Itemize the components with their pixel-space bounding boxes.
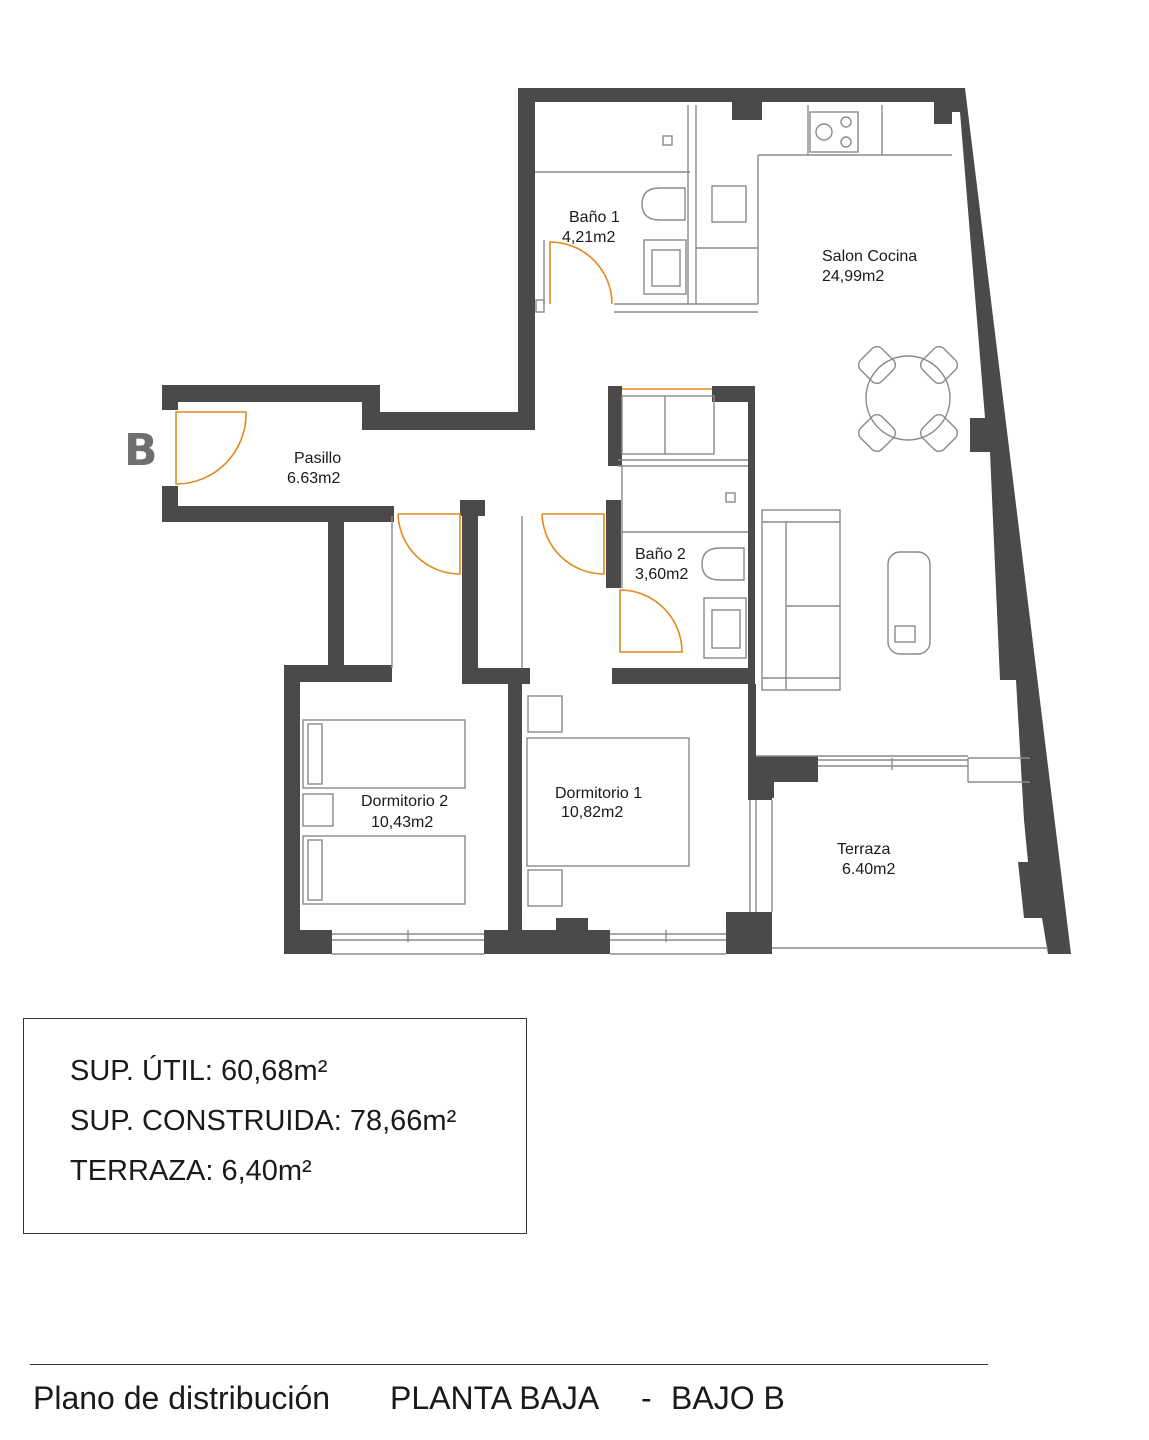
room-area-salon: 24,99m2 [822,268,884,285]
doors [175,241,712,653]
burner-3 [840,136,852,148]
bano1-toilet-icon [641,187,686,221]
coffee-table-item [894,625,916,643]
wall-bano2-left [606,500,621,588]
bano1-sink-inner [651,249,681,287]
wall-right-slant [948,88,1071,954]
entry-door [175,411,247,485]
room-name-pasillo: Pasillo [294,450,341,467]
kitchen-cooktop-icon [809,111,859,153]
area-terraza: TERRAZA: 6,40m² [70,1155,312,1187]
room-labels: Baño 1 4,21m2 Salon Cocina 24,99m2 Pasil… [287,209,917,878]
dorm2-pillow-2 [307,839,323,901]
dorm2-bed-1 [302,719,466,789]
wall-upper-left [518,88,535,430]
bano2-toilet-icon [701,547,745,581]
room-name-bano1: Baño 1 [569,209,620,226]
wall-bottom-dorm1-r [726,912,772,954]
window-salon-terraza [818,757,1030,783]
room-name-dorm2: Dormitorio 2 [361,793,448,810]
burner-2 [840,116,852,128]
wall-dorm2-left [284,506,392,930]
wall-terraza-left [748,782,774,798]
dorm1-nightstand-1 [527,695,563,733]
dining-table-icon [865,355,951,441]
chair-ne [919,345,959,385]
chair-nw [857,345,897,385]
bano1-drain-icon [662,135,673,146]
footer-divider [30,1364,988,1365]
chair-sw [857,413,897,453]
wall-mid-col [460,500,530,684]
bano1-door-jamb [535,299,545,313]
room-area-terraza: 6.40m2 [842,861,895,878]
bano2-drain-icon [725,492,736,503]
wall-notch-1 [732,100,762,120]
chair-se [919,413,959,453]
window-dorm1-side [749,800,773,912]
wall-notch-2 [934,100,952,124]
footer-separator: - [641,1380,652,1416]
footer-unit: BAJO B [671,1380,785,1416]
room-area-dorm1: 10,82m2 [561,804,623,821]
burner-1 [815,123,833,141]
wall-bottom-bump [556,918,588,932]
sofa-icon [761,509,841,691]
dorm2-door [397,513,461,575]
area-util: SUP. ÚTIL: 60,68m² [70,1055,328,1087]
wall-closet-left [608,386,622,466]
room-name-bano2: Baño 2 [635,546,686,563]
wall-top [518,88,965,105]
dorm2-bed-2 [302,835,466,905]
window-dorm2 [332,930,484,955]
wall-dorm-partition [508,668,522,954]
room-area-pasillo: 6.63m2 [287,470,340,487]
area-construida: SUP. CONSTRUIDA: 78,66m² [70,1105,457,1137]
closet-icon [621,395,715,455]
area-summary-box: SUP. ÚTIL: 60,68m² SUP. CONSTRUIDA: 78,6… [23,1018,527,1234]
room-area-dorm2: 10,43m2 [371,814,433,831]
footer-title: Plano de distribución [33,1380,331,1416]
bano2-sink-icon [703,597,747,659]
wall-bottom-mid [484,930,610,954]
floor-plan: B Baño 1 4,21m2 Salon Cocina 24,99m2 Pas… [124,88,1071,955]
dorm2-nightstand [302,793,334,827]
room-name-salon: Salon Cocina [822,248,917,265]
coffee-table-icon [887,551,931,655]
bano2-door [619,589,683,653]
entrance-mark: B [124,425,158,476]
footer-floor: PLANTA BAJA [390,1380,600,1416]
room-area-bano2: 3,60m2 [635,566,688,583]
walls [162,88,1071,954]
kitchen-fridge-icon [711,185,747,223]
room-name-dorm1: Dormitorio 1 [555,785,642,802]
wall-bano2-block [612,386,755,684]
window-dorm1 [610,930,726,955]
fixtures [302,105,1048,955]
wall-salon-left [748,684,756,784]
wall-pasillo-bottom [162,506,394,522]
room-name-terraza: Terraza [837,841,890,858]
room-area-bano1: 4,21m2 [562,229,615,246]
bano1-door [549,241,613,305]
wall-dorm2-top [284,665,392,682]
wall-bottom-dorm2-a [284,930,332,954]
dorm1-door [541,513,605,575]
bano1-sink-icon [643,239,687,295]
wall-pasillo-top [162,385,535,430]
bano2-sink-inner [711,609,741,649]
dorm1-bed [526,737,690,867]
dorm2-pillow-1 [307,723,323,785]
dorm1-nightstand-2 [527,869,563,907]
